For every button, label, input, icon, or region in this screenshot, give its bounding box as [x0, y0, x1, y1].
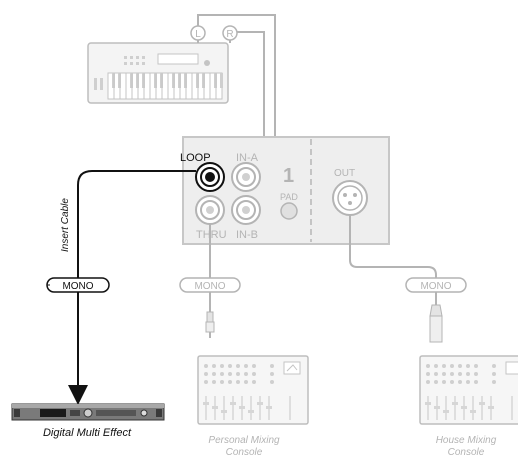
personal-mixer-label-line1: Personal Mixing — [208, 435, 280, 446]
in-b-label: IN-B — [236, 229, 258, 241]
thru-jack-icon[interactable] — [195, 195, 225, 225]
out-label: OUT — [334, 168, 355, 179]
keyboard-icon — [87, 42, 229, 104]
multi-effect-label: Digital Multi Effect — [43, 427, 132, 439]
pad-button-icon[interactable] — [280, 202, 298, 220]
left-output-label: L — [195, 29, 201, 40]
in-b-jack-icon[interactable] — [231, 195, 261, 225]
right-output-label: R — [226, 29, 233, 40]
in-a-label: IN-A — [236, 152, 259, 164]
mono-label-insert: MONO — [62, 281, 93, 292]
channel-number: 1 — [283, 165, 294, 187]
mono-badge-insert: MONO — [46, 277, 110, 293]
mono-badge-thru: MONO — [179, 277, 241, 293]
house-mixer-label-line2: Console — [448, 447, 485, 458]
multi-effect-icon — [11, 403, 165, 421]
mono-label-thru: MONO — [194, 281, 225, 292]
loop-label: LOOP — [180, 152, 211, 164]
left-output-badge: L — [190, 25, 206, 41]
pad-label: PAD — [280, 192, 298, 202]
loop-jack-icon[interactable] — [195, 162, 225, 192]
house-mixer-icon — [419, 355, 518, 425]
personal-mixer-label-line2: Console — [226, 447, 263, 458]
right-output-badge: R — [222, 25, 238, 41]
thru-label: THRU — [196, 229, 227, 241]
xlr-out-jack-icon[interactable] — [332, 180, 368, 216]
mono-label-out: MONO — [420, 281, 451, 292]
house-mixer-label-line1: House Mixing — [436, 435, 497, 446]
insert-cable-label: Insert Cable — [60, 198, 71, 252]
in-a-jack-icon[interactable] — [231, 162, 261, 192]
personal-mixer-icon — [197, 355, 309, 425]
mono-badge-out: MONO — [405, 277, 467, 293]
